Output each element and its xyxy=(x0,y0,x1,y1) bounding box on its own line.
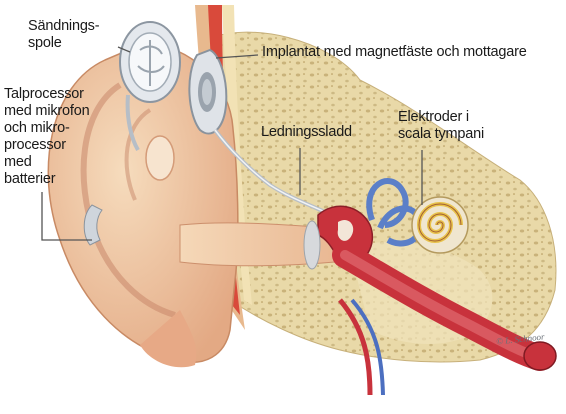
label-speech-processor: Talprocessor med mikrofon och mikro- pro… xyxy=(4,86,89,188)
cochlea xyxy=(412,197,468,253)
implant-receiver xyxy=(189,50,226,134)
label-electrode-lead: Ledningssladd xyxy=(261,124,352,141)
label-transmitting-coil: Sändnings- spole xyxy=(28,18,99,52)
label-implant: Implantat med magnetfäste och mottagare xyxy=(262,44,527,61)
label-electrodes: Elektroder i scala tympani xyxy=(398,109,484,143)
